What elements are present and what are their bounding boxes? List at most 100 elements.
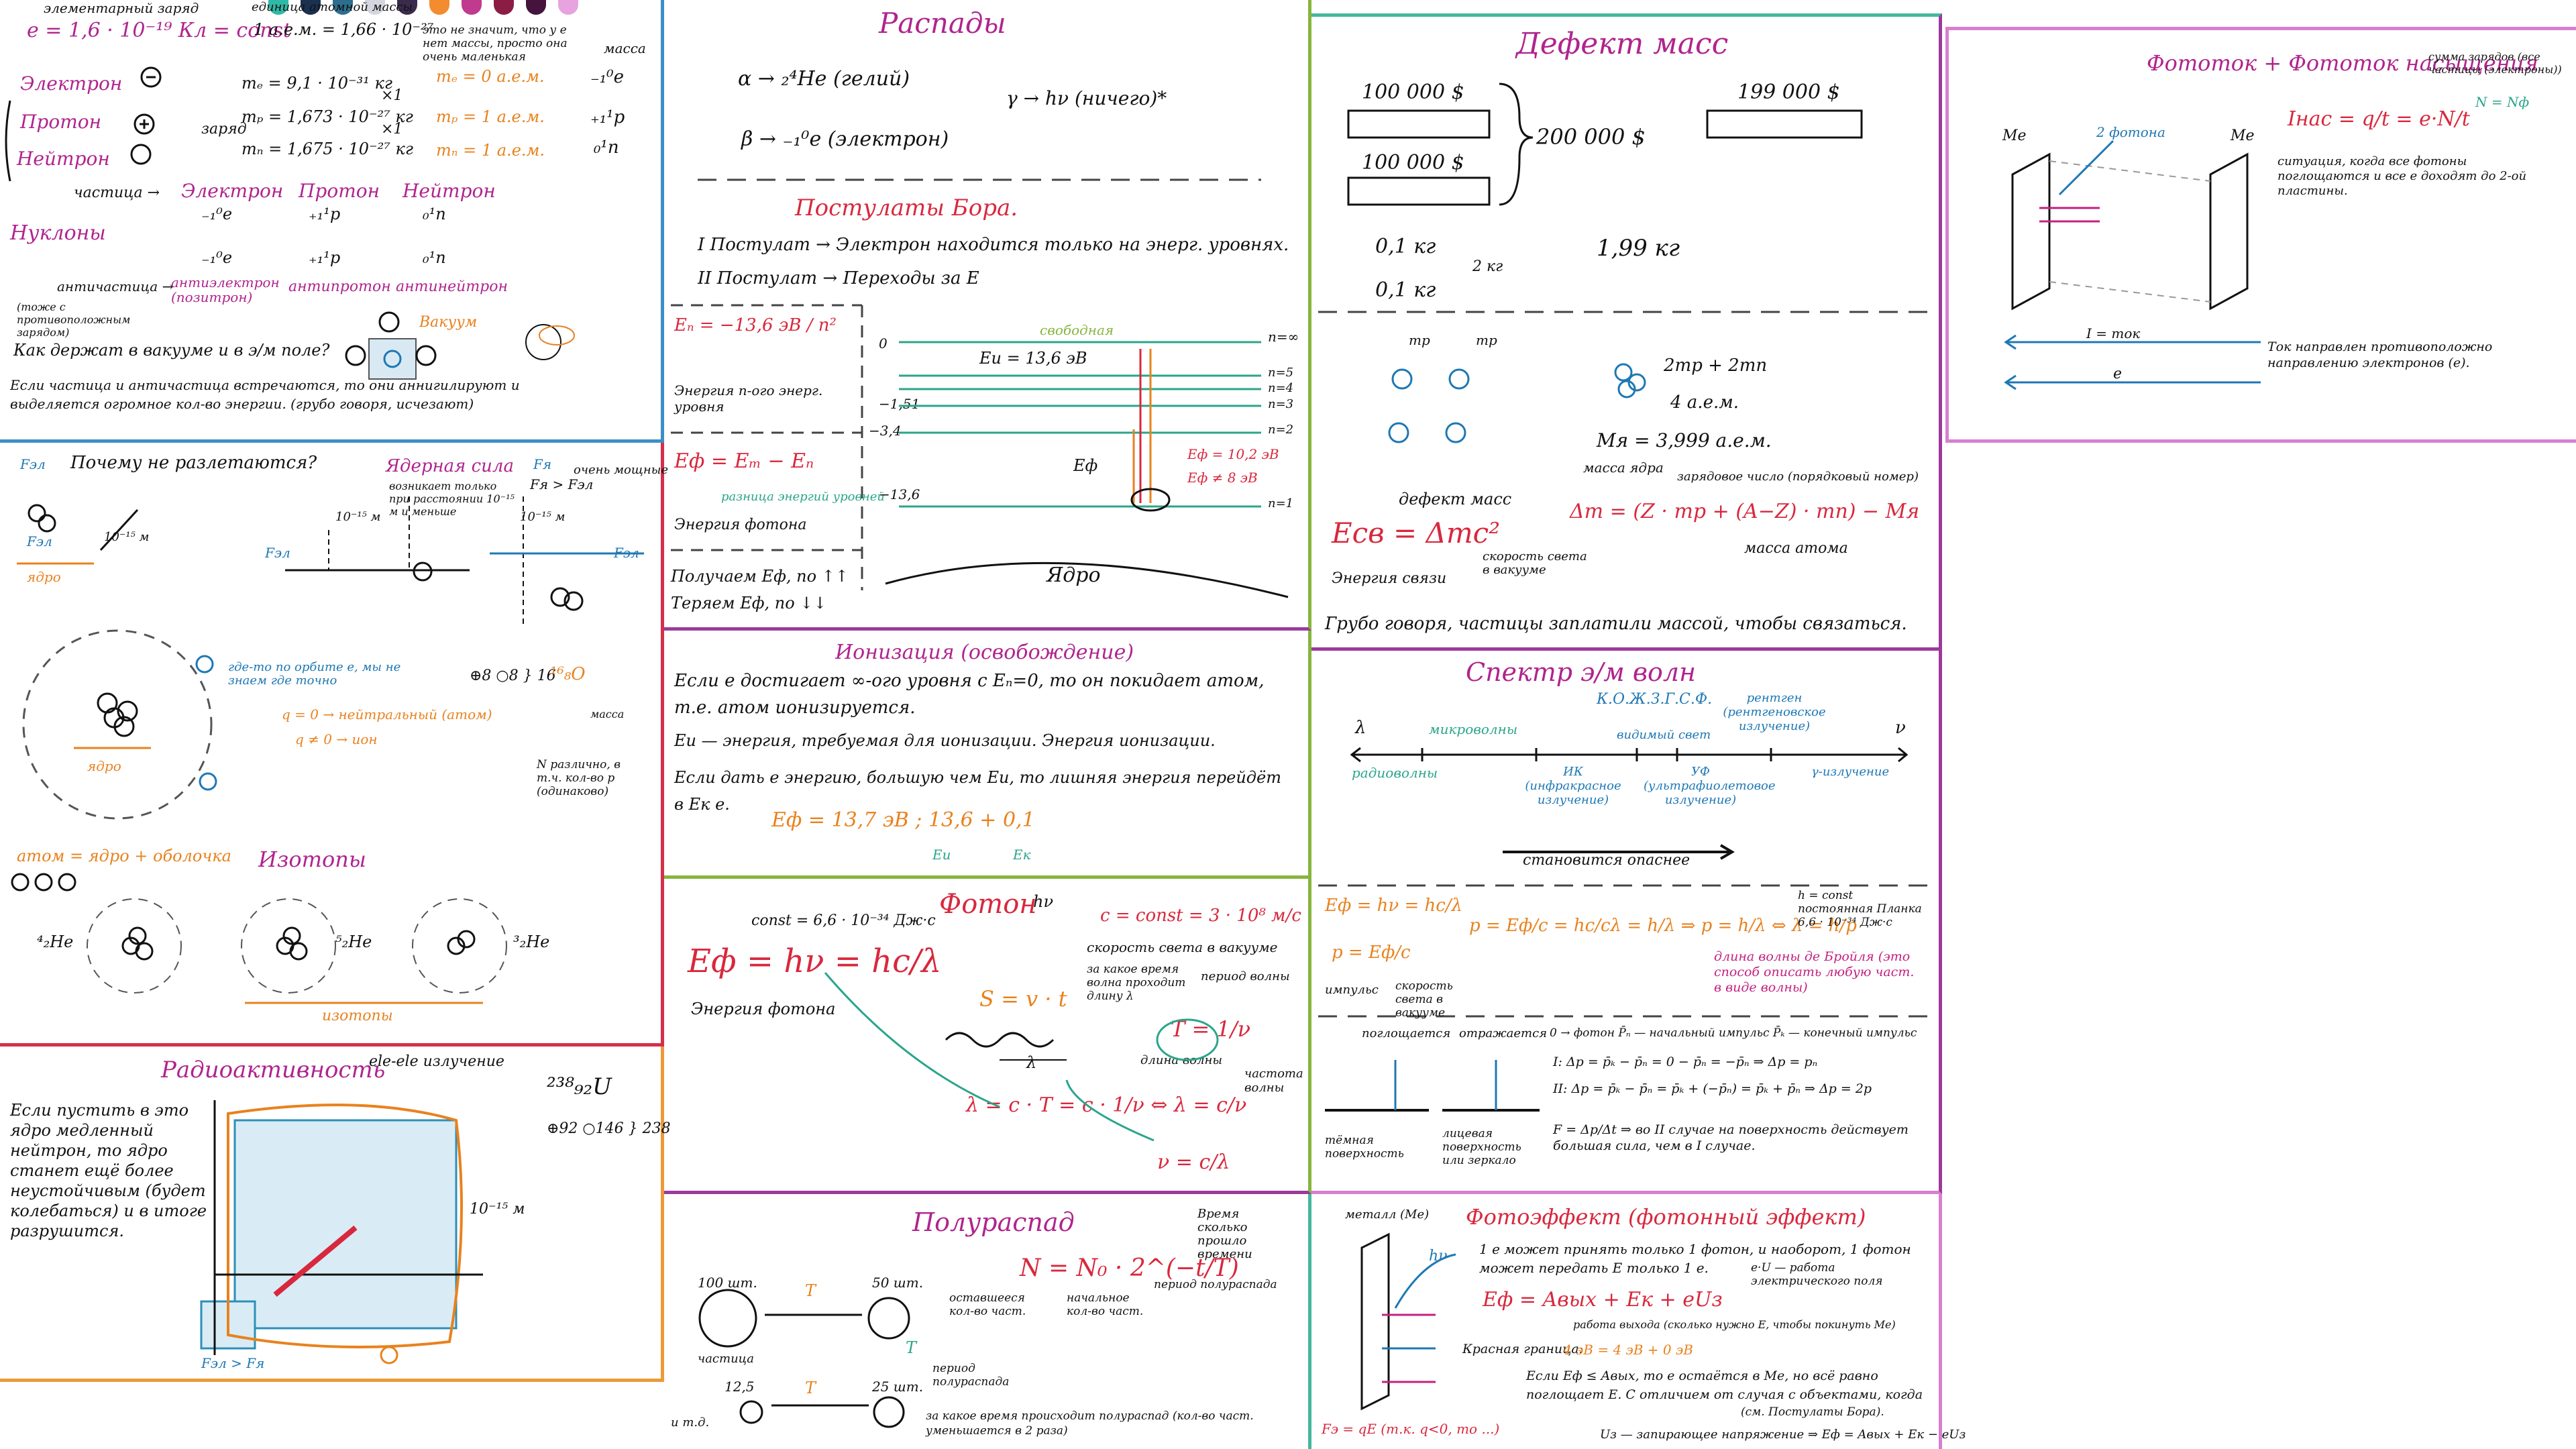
scale-label-3: 10⁻¹⁵ м bbox=[520, 510, 566, 524]
fel-label: Fэл bbox=[20, 456, 46, 472]
level-diff-note: разница энергий уровней bbox=[721, 490, 885, 504]
nucleus-label-bohr: Ядро bbox=[1046, 564, 1101, 587]
radioactivity-text: Если пустить в это ядро медленный нейтро… bbox=[10, 1101, 207, 1240]
panel-photon bbox=[664, 879, 1311, 1194]
c-note-spectrum: скорость света в вакууме bbox=[1395, 979, 1453, 1020]
red-border-formula: 4 эВ = 4 эВ + 0 эВ bbox=[1563, 1342, 1693, 1358]
photon-hv-label: hν bbox=[1033, 892, 1054, 911]
gamma-label: γ-излучение bbox=[1811, 765, 1890, 779]
energy-136: −13,6 bbox=[879, 486, 920, 502]
fn-gt-fel: Fя > Fэл bbox=[530, 476, 594, 492]
panel-photoeffect bbox=[1311, 1194, 1942, 1449]
palette-swatch[interactable] bbox=[494, 0, 514, 15]
panel-ionization bbox=[664, 631, 1311, 879]
not-zero-note: это не значит, что у e нет массы, просто… bbox=[423, 23, 568, 64]
palette-swatch[interactable] bbox=[462, 0, 482, 15]
frequency-note: частота волны bbox=[1244, 1067, 1303, 1095]
palette-swatch[interactable] bbox=[333, 0, 353, 15]
kg-2: 0,1 кг bbox=[1375, 278, 1436, 302]
panel-mass-defect bbox=[1311, 13, 1942, 651]
palette-swatch[interactable] bbox=[268, 0, 288, 15]
row-neutron: Нейтрон bbox=[402, 180, 496, 202]
nuclear-force-title: Ядерная сила bbox=[386, 456, 514, 476]
t-label-3: T bbox=[805, 1379, 816, 1397]
palette-swatch[interactable] bbox=[526, 0, 546, 15]
photoeffect-line-2: может передать E только 1 e. bbox=[1479, 1260, 1709, 1276]
palette-swatch[interactable] bbox=[397, 0, 417, 15]
nuclear-question: Почему не разлетаются? bbox=[70, 453, 317, 473]
photon-formula: Eф = hν = hc/λ bbox=[688, 943, 942, 980]
radioactivity-forces: Fэл > Fя bbox=[201, 1355, 265, 1371]
antiparticle-row: античастица → bbox=[57, 278, 174, 294]
proton-mass: mₚ = 1,673 · 10⁻²⁷ кг bbox=[241, 107, 413, 126]
period-note: период волны bbox=[1201, 969, 1290, 983]
neutral-atom: q = 0 → нейтральный (атом) bbox=[282, 706, 492, 722]
level-inf: n=∞ bbox=[1268, 329, 1299, 345]
uranium-composition: ⊕92 ○146 } 238 bbox=[547, 1120, 671, 1137]
electron-label: Электрон bbox=[20, 72, 123, 95]
photon-momentum-def: 0 → фотон P̄ₙ — начальный импульс P̄ₖ — … bbox=[1550, 1026, 1917, 1040]
two-photons: 2 фотона bbox=[2096, 124, 2165, 140]
p-formula: p = Eф/c bbox=[1332, 943, 1411, 963]
alpha-decay: α → ₂⁴He (гелий) bbox=[738, 67, 910, 91]
anti-note: (тоже с противоположным зарядом) bbox=[17, 301, 131, 339]
red-border-label: Красная граница: bbox=[1462, 1342, 1584, 1356]
scale-label-2: 10⁻¹⁵ м bbox=[335, 510, 381, 524]
amu-sum: 2mp + 2mn bbox=[1664, 356, 1768, 376]
palette-swatch[interactable] bbox=[301, 0, 321, 15]
palette-swatch[interactable] bbox=[429, 0, 449, 15]
binding-energy: Eсв = Δmc² bbox=[1332, 517, 1501, 549]
antineutron-label: антинейтрон bbox=[396, 278, 508, 295]
money-sum: 200 000 $ bbox=[1536, 124, 1646, 150]
he3-label: ³₂He bbox=[513, 932, 550, 951]
bohr-title: Постулаты Бора. bbox=[795, 195, 1018, 221]
absorbed-label: поглощается bbox=[1362, 1026, 1451, 1040]
spectrum-axis bbox=[1325, 747, 1909, 1112]
photocurrent-title: Фототок + Фототок насыщения bbox=[2147, 50, 2538, 76]
axis-lambda: λ bbox=[1355, 718, 1366, 738]
current-direction: Ток направлен противоположно направлению… bbox=[2267, 339, 2493, 370]
lambda-label: λ bbox=[1026, 1053, 1037, 1072]
period-label-2: период полураспада bbox=[932, 1362, 1010, 1389]
radioactivity-sketch bbox=[200, 1100, 483, 1364]
he4-label: ⁴₂He bbox=[37, 932, 74, 951]
debroglie-note: длина волны де Бройля (это способ описат… bbox=[1714, 949, 1915, 995]
spectrum-title: Спектр э/м волн bbox=[1466, 657, 1697, 687]
charge-number-note: зарядовое число (порядковый номер) bbox=[1677, 470, 1919, 484]
initial-note: начальное кол-во част. bbox=[1067, 1291, 1144, 1318]
palette-swatch[interactable] bbox=[558, 0, 578, 15]
level-4: n=4 bbox=[1268, 381, 1294, 395]
ionization-sub-ei: Eи bbox=[932, 847, 951, 863]
etc-label: и т.д. bbox=[671, 1415, 710, 1430]
anti-row-sym-n: ₀¹n bbox=[423, 248, 446, 267]
mirror-surface-label: лицевая поверхность или зеркало bbox=[1442, 1127, 1521, 1167]
isotopes-title: Изотопы bbox=[258, 847, 366, 872]
time-note: Время сколько прошло времени bbox=[1197, 1207, 1252, 1261]
beta-decay: β → ₋₁⁰e (электрон) bbox=[741, 127, 949, 151]
light-speed-note: скорость света в вакууме bbox=[1087, 939, 1278, 955]
energy-34: −3,4 bbox=[869, 423, 902, 439]
mass-defect-title: Дефект масс bbox=[1516, 27, 1729, 61]
speed-light-note: скорость света в вакууме bbox=[1483, 549, 1587, 577]
saturation-current: Iнас = q/t = e·N/t bbox=[2288, 107, 2470, 131]
panel-nuclear bbox=[0, 443, 664, 1046]
dark-surface-label: тёмная поверхность bbox=[1325, 1134, 1404, 1161]
anti-row-sym-e: ₋₁⁰e bbox=[201, 248, 233, 267]
ionization-line-3: Eи — энергия, требуемая для ионизации. Э… bbox=[674, 731, 1216, 750]
work-function-note: работа выхода (сколько нужно E, чтобы по… bbox=[1573, 1318, 1896, 1331]
radioactivity-scale: 10⁻¹⁵ м bbox=[470, 1201, 525, 1218]
palette-swatch[interactable] bbox=[365, 0, 385, 15]
proton-label: Протон bbox=[20, 111, 102, 133]
decays-title: Распады bbox=[879, 7, 1006, 40]
row-sym-e: ₋₁⁰e bbox=[201, 205, 233, 223]
level-3: n=3 bbox=[1268, 397, 1294, 411]
fn-label: Fя bbox=[533, 456, 552, 472]
energy-0: 0 bbox=[879, 335, 888, 352]
atom-mass-note: масса атома bbox=[1744, 540, 1848, 557]
nuclear-sketch bbox=[11, 496, 644, 1004]
vacuum-question: Как держат в вакууме и в э/м поле? bbox=[13, 341, 330, 360]
visible-label: видимый свет bbox=[1617, 728, 1711, 742]
row-sym-n: ₀¹n bbox=[423, 205, 446, 223]
